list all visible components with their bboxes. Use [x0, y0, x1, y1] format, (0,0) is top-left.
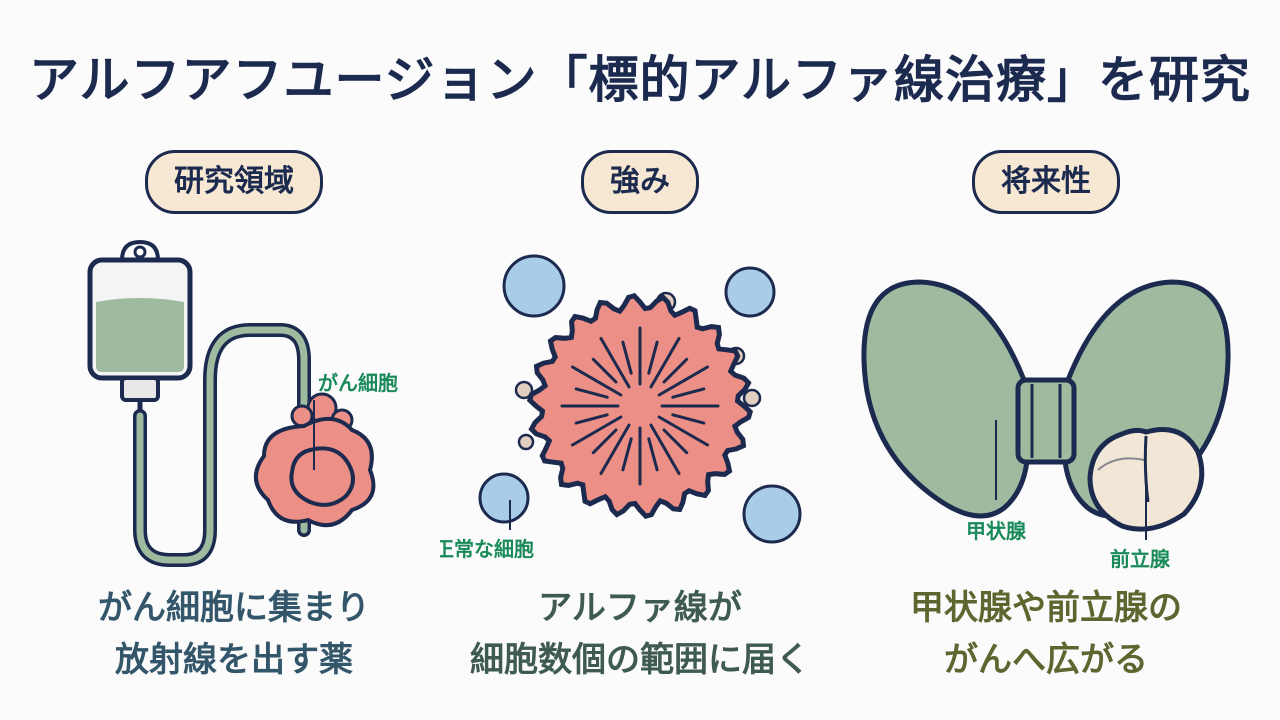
label-prostate: 前立腺 — [1110, 547, 1171, 570]
caption-future: 甲状腺や前立腺の がんへ広がる — [910, 588, 1182, 680]
heading-research-area: 研究領域 — [145, 150, 323, 214]
alpha-ray — [657, 365, 709, 397]
iv-drip-illustration: がん細胞 — [34, 230, 434, 570]
alpha-ray — [649, 337, 681, 389]
column-research-area: 研究領域 がん細胞 がん細胞 — [34, 150, 434, 710]
alpha-ray — [657, 415, 709, 447]
alpha-ray — [647, 340, 659, 375]
heading-strength: 強み — [581, 150, 699, 214]
page-title: アルフアフユージョン「標的アルファ線治療」を研究 — [29, 51, 1251, 109]
alpha-ray — [599, 337, 631, 389]
alpha-ray — [574, 413, 609, 425]
alpha-ray — [621, 437, 633, 472]
alpha-ray — [591, 428, 618, 455]
alpha-ray — [599, 423, 631, 475]
label-normal-cell: 正常な細胞 — [440, 537, 534, 561]
alpha-ray — [671, 413, 706, 425]
column-strength: 強み 正常な細胞 アルファ線が 細胞数個の範囲に届く — [440, 150, 840, 710]
alpha-ray — [574, 387, 609, 399]
heading-future: 将来性 — [972, 150, 1120, 214]
thyroid-prostate-icon: 甲状腺 前立腺 — [861, 279, 1231, 570]
normal-cell-icon — [724, 266, 776, 318]
alpha-burst-icon: 正常な細胞 — [440, 254, 802, 561]
alpha-ray — [647, 437, 659, 472]
alpha-ray — [662, 428, 689, 455]
label-thyroid: 甲状腺 — [966, 519, 1027, 543]
alpha-ray — [649, 423, 681, 475]
alpha-ray — [591, 357, 618, 384]
caption-strength: アルファ線が 細胞数個の範囲に届く — [470, 588, 810, 680]
alpha-ray — [571, 365, 623, 397]
alpha-ray-illustration: 正常な細胞 — [440, 230, 840, 570]
label-cancer-cell: がん細胞 — [318, 371, 398, 395]
column-future: 将来性 甲状腺 前立腺 甲状腺や前立腺の がんへ広がる — [846, 150, 1246, 710]
cancer-cell-icon — [526, 292, 754, 520]
alpha-ray — [621, 340, 633, 375]
normal-cell-icon — [478, 472, 530, 524]
normal-cell-icon — [502, 254, 566, 318]
alpha-ray — [662, 357, 689, 384]
alpha-ray — [571, 415, 623, 447]
iv-drip-icon: がん細胞 — [87, 239, 398, 567]
normal-cell-icon — [742, 484, 802, 544]
organ-illustration: 甲状腺 前立腺 — [846, 230, 1246, 570]
caption-research-area: がん細胞に集まり 放射線を出す薬 — [98, 588, 370, 680]
alpha-ray — [671, 387, 706, 399]
